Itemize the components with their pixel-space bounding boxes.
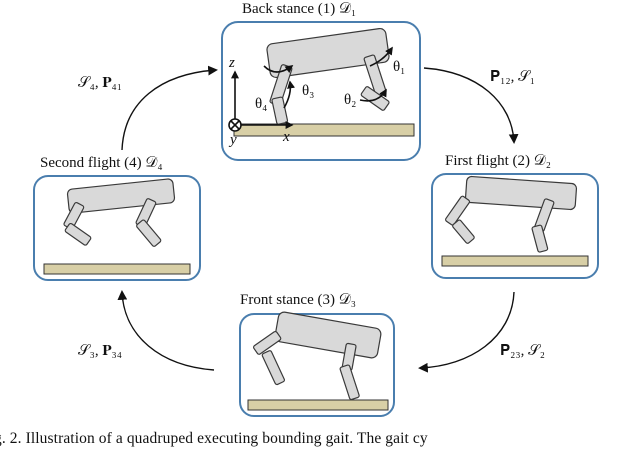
figure-caption: g. 2. Illustration of a quadruped execut… bbox=[0, 430, 428, 447]
angle-label-theta1: θ₁ bbox=[393, 59, 406, 75]
ground-plate bbox=[247, 399, 389, 411]
quadruped-robot bbox=[266, 27, 390, 125]
arrow-1-to-2 bbox=[423, 67, 519, 144]
quadruped-robot bbox=[445, 175, 578, 253]
arrow-4-to-1 bbox=[121, 65, 218, 151]
arrow-2-to-3 bbox=[418, 291, 515, 373]
axis-label-x: x bbox=[283, 129, 290, 145]
ground-plate bbox=[43, 263, 191, 275]
quadruped-robot bbox=[63, 178, 176, 247]
second-flight-box bbox=[33, 175, 201, 281]
back-stance-title: Back stance (1) 𝒟₁ bbox=[242, 1, 357, 17]
first-flight-box bbox=[431, 173, 599, 279]
transition-label-12: 𝐏₁₂, 𝒮₁ bbox=[490, 69, 535, 85]
arrow-3-to-4 bbox=[117, 290, 215, 371]
axis-label-y: y bbox=[230, 132, 237, 148]
angle-label-theta4: θ₄ bbox=[255, 96, 268, 112]
transition-label-34: 𝒮₃, 𝐏₃₄ bbox=[78, 343, 122, 359]
front-stance-title: Front stance (3) 𝒟₃ bbox=[240, 292, 356, 308]
back-stance-box bbox=[221, 21, 421, 161]
angle-arcs bbox=[263, 46, 393, 109]
transition-label-41: 𝒮₄, 𝐏₄₁ bbox=[78, 75, 122, 91]
front-stance-box bbox=[239, 311, 395, 417]
angle-label-theta3: θ₃ bbox=[302, 83, 315, 99]
coordinate-axes bbox=[228, 70, 294, 132]
first-flight-title: First flight (2) 𝒟₂ bbox=[445, 153, 551, 169]
angle-label-theta2: θ₂ bbox=[344, 92, 357, 108]
axis-label-z: z bbox=[229, 55, 235, 71]
quadruped-robot bbox=[253, 311, 382, 401]
ground-plate bbox=[441, 255, 589, 267]
second-flight-title: Second flight (4) 𝒟₄ bbox=[40, 155, 163, 171]
transition-label-23: 𝐏₂₃, 𝒮₂ bbox=[500, 343, 545, 359]
